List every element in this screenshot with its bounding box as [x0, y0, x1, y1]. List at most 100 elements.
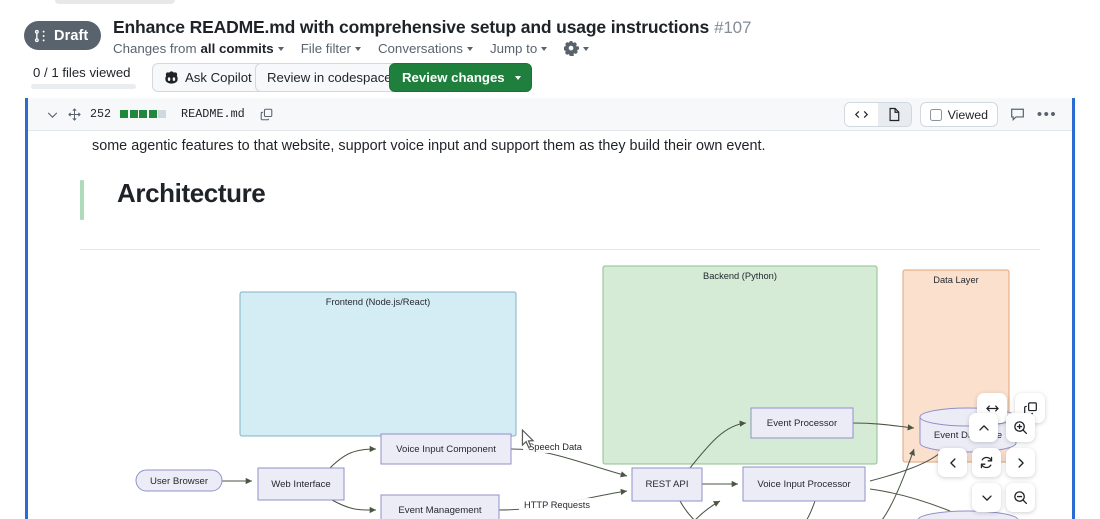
file-filter-label: File filter	[300, 40, 351, 56]
ask-copilot-button[interactable]: Ask Copilot	[152, 63, 264, 92]
browser-chrome-sliver	[0, 0, 1100, 4]
chevron-right-icon	[1017, 457, 1024, 468]
checkbox-icon	[929, 108, 942, 121]
file-header-actions: Viewed •••	[843, 102, 1058, 127]
pr-number: #107	[714, 18, 752, 37]
reset-icon	[980, 456, 993, 469]
rendered-markdown-body: some agentic features to that website, s…	[28, 131, 1072, 519]
file-name[interactable]: README.md	[181, 107, 245, 121]
subgraph-backend-label: Backend (Python)	[703, 271, 777, 281]
viewed-label: Viewed	[947, 107, 988, 122]
chevron-down-icon	[981, 494, 992, 501]
edge-db-back-1	[869, 452, 941, 482]
viewed-checkbox[interactable]: Viewed	[919, 102, 998, 127]
edge-label-http-requests: HTTP Requests	[524, 500, 590, 510]
node-event-management[interactable]: Event Management	[380, 494, 500, 519]
draft-label: Draft	[54, 27, 89, 44]
chevron-down-icon	[47, 111, 58, 118]
view-mode-toggle	[843, 102, 912, 127]
architecture-diagram-svg: Frontend (Node.js/React) Backend (Python…	[135, 265, 1019, 519]
copy-path-button[interactable]	[260, 108, 273, 121]
node-voice-input-component-label: Voice Input Component	[396, 444, 496, 455]
edge-web-interface-voice-input	[329, 445, 377, 469]
edge-llm-voice-processor	[695, 500, 721, 519]
diagram-edges	[222, 420, 951, 519]
pan-down-button[interactable]	[972, 483, 1001, 512]
review-in-codespace-button[interactable]: Review in codespace	[255, 63, 404, 92]
diff-line-count: 252	[90, 107, 112, 121]
page-title: Enhance README.md with comprehensive set…	[113, 17, 751, 38]
edge-event-processor-db	[852, 422, 915, 431]
changes-from-all-commits[interactable]: Changes from all commits	[113, 41, 284, 56]
node-voice-input-component[interactable]: Voice Input Component	[380, 433, 512, 465]
pan-right-button[interactable]	[1006, 448, 1035, 477]
heading-rule	[80, 249, 1040, 250]
view-source-button[interactable]	[844, 103, 878, 126]
copy-icon	[260, 108, 273, 120]
diff-addition-marker	[80, 180, 84, 220]
edge-event-management-link	[331, 499, 377, 514]
pan-up-button[interactable]	[969, 413, 998, 442]
move-icon	[68, 107, 81, 121]
body-paragraph: some agentic features to that website, s…	[92, 138, 766, 154]
copilot-icon	[165, 71, 178, 84]
jump-to-label: Jump to	[489, 40, 538, 56]
chevron-down-icon	[466, 46, 473, 51]
pr-title-text: Enhance README.md with comprehensive set…	[113, 17, 710, 37]
node-web-interface[interactable]: Web Interface	[257, 467, 345, 501]
gear-icon	[564, 40, 580, 56]
comment-icon	[1010, 108, 1024, 121]
node-rest-api[interactable]: REST API	[631, 467, 703, 502]
status-badge-draft: Draft	[24, 21, 102, 50]
changes-from-label: Changes from	[113, 40, 197, 56]
jump-to[interactable]: Jump to	[489, 40, 548, 56]
node-configuration-store[interactable]: Configuration Store	[917, 510, 1019, 519]
mermaid-diagram[interactable]: Frontend (Node.js/React) Backend (Python…	[80, 253, 1072, 519]
node-user-browser-label: User Browser	[150, 476, 209, 487]
zoom-out-button[interactable]	[1006, 483, 1035, 512]
zoom-in-button[interactable]	[1006, 413, 1035, 442]
node-event-management-label: Event Management	[398, 505, 482, 516]
node-voice-input-processor[interactable]: Voice Input Processor	[742, 466, 866, 502]
diff-stat-squares	[120, 110, 167, 118]
file-header-left: 252 README.md	[28, 107, 273, 121]
edge-rest-event-processor	[689, 420, 747, 469]
edge-agentic-event-db	[881, 448, 915, 519]
node-event-processor[interactable]: Event Processor	[750, 407, 854, 439]
edge-labels: Speech Data HTTP Requests	[519, 440, 595, 511]
diff-settings-button[interactable]	[564, 40, 590, 56]
pan-left-button[interactable]	[938, 448, 967, 477]
subgraph-datalayer-label: Data Layer	[933, 275, 978, 285]
file-diff-card: 252 README.md	[25, 98, 1075, 519]
file-filter[interactable]: File filter	[301, 41, 361, 56]
chevron-up-icon	[978, 424, 989, 431]
conversations-label: Conversations	[377, 40, 463, 56]
code-icon	[854, 111, 868, 118]
node-event-processor-label: Event Processor	[767, 418, 838, 429]
ask-copilot-label: Ask Copilot	[185, 70, 252, 85]
edge-voice-agentic	[806, 500, 816, 519]
diagram-pan-zoom-controls	[938, 413, 1050, 513]
edge-rest-agentic	[679, 500, 695, 519]
drag-handle-icon[interactable]	[68, 107, 81, 121]
node-voice-input-processor-label: Voice Input Processor	[757, 479, 851, 490]
fullscreen-icon	[985, 404, 999, 412]
chevron-down-icon	[354, 46, 361, 51]
chevron-down-icon	[277, 46, 284, 51]
node-event-database-label: Event Database	[934, 430, 1002, 441]
node-rest-api-label: REST API	[645, 479, 688, 490]
node-user-browser[interactable]: User Browser	[135, 469, 223, 492]
conversations[interactable]: Conversations	[378, 41, 473, 56]
heading-architecture-wrap: Architecture	[80, 178, 1040, 222]
add-comment-button[interactable]	[1006, 102, 1028, 127]
zoom-out-icon	[1014, 491, 1028, 505]
collapse-file-button[interactable]	[46, 108, 59, 121]
subgraph-frontend-label: Frontend (Node.js/React)	[326, 297, 430, 307]
reset-view-button[interactable]	[972, 448, 1001, 477]
review-changes-label: Review changes	[402, 70, 505, 85]
view-rendered-button[interactable]	[877, 103, 911, 126]
browser-tab[interactable]	[55, 0, 175, 4]
file-more-menu-button[interactable]: •••	[1036, 106, 1058, 123]
chevron-down-icon	[541, 46, 548, 51]
review-changes-button[interactable]: Review changes	[389, 63, 532, 92]
